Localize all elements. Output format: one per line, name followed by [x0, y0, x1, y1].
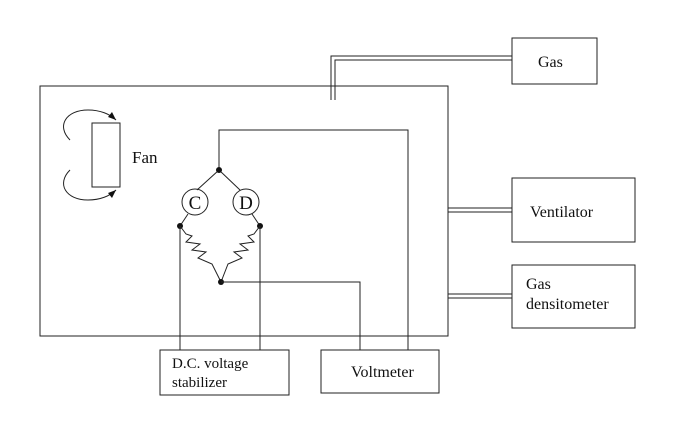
- dc-voltage-stabilizer-box: [159, 349, 290, 396]
- gas-box: [511, 37, 598, 85]
- wire-top-node-to-sensor-c: [196, 169, 220, 191]
- gas-densitometer-label-line2: densitometer: [526, 296, 609, 313]
- fan-arrowhead-top: [108, 112, 116, 120]
- fan-blade: [91, 122, 121, 188]
- dc-stabilizer-label-line1: D.C. voltage: [172, 356, 249, 372]
- gas-densitometer-box: [511, 264, 636, 329]
- sensor-d: [232, 188, 260, 216]
- sensor-d-label: D: [239, 193, 253, 214]
- fan-rotation-arrow-bottom: [63, 169, 117, 201]
- gas-pipe-inner: [334, 59, 512, 100]
- voltmeter-box: [320, 349, 440, 394]
- wire-top-node-to-voltmeter: [218, 129, 409, 350]
- test-chamber: [39, 85, 449, 337]
- resistor-right: [220, 225, 261, 283]
- ventilator-box: [511, 177, 636, 243]
- gas-densitometer-label-line1: Gas: [526, 276, 551, 293]
- gas-label: Gas: [538, 54, 563, 71]
- wire-bottom-node-to-voltmeter: [221, 281, 361, 350]
- resistor-left: [179, 225, 222, 283]
- sensor-c: [181, 188, 209, 216]
- gas-pipe-outer: [330, 55, 512, 100]
- fan-arrowhead-bottom: [108, 190, 116, 198]
- fan-label: Fan: [132, 148, 158, 167]
- wire-top-node-to-sensor-d: [218, 169, 241, 191]
- ventilator-label: Ventilator: [530, 204, 594, 221]
- fan-rotation-arrow-top: [63, 109, 117, 141]
- node-top: [216, 167, 222, 173]
- sensor-c-label: C: [189, 193, 202, 214]
- voltmeter-label: Voltmeter: [351, 364, 414, 381]
- dc-stabilizer-label-line2: stabilizer: [172, 375, 227, 391]
